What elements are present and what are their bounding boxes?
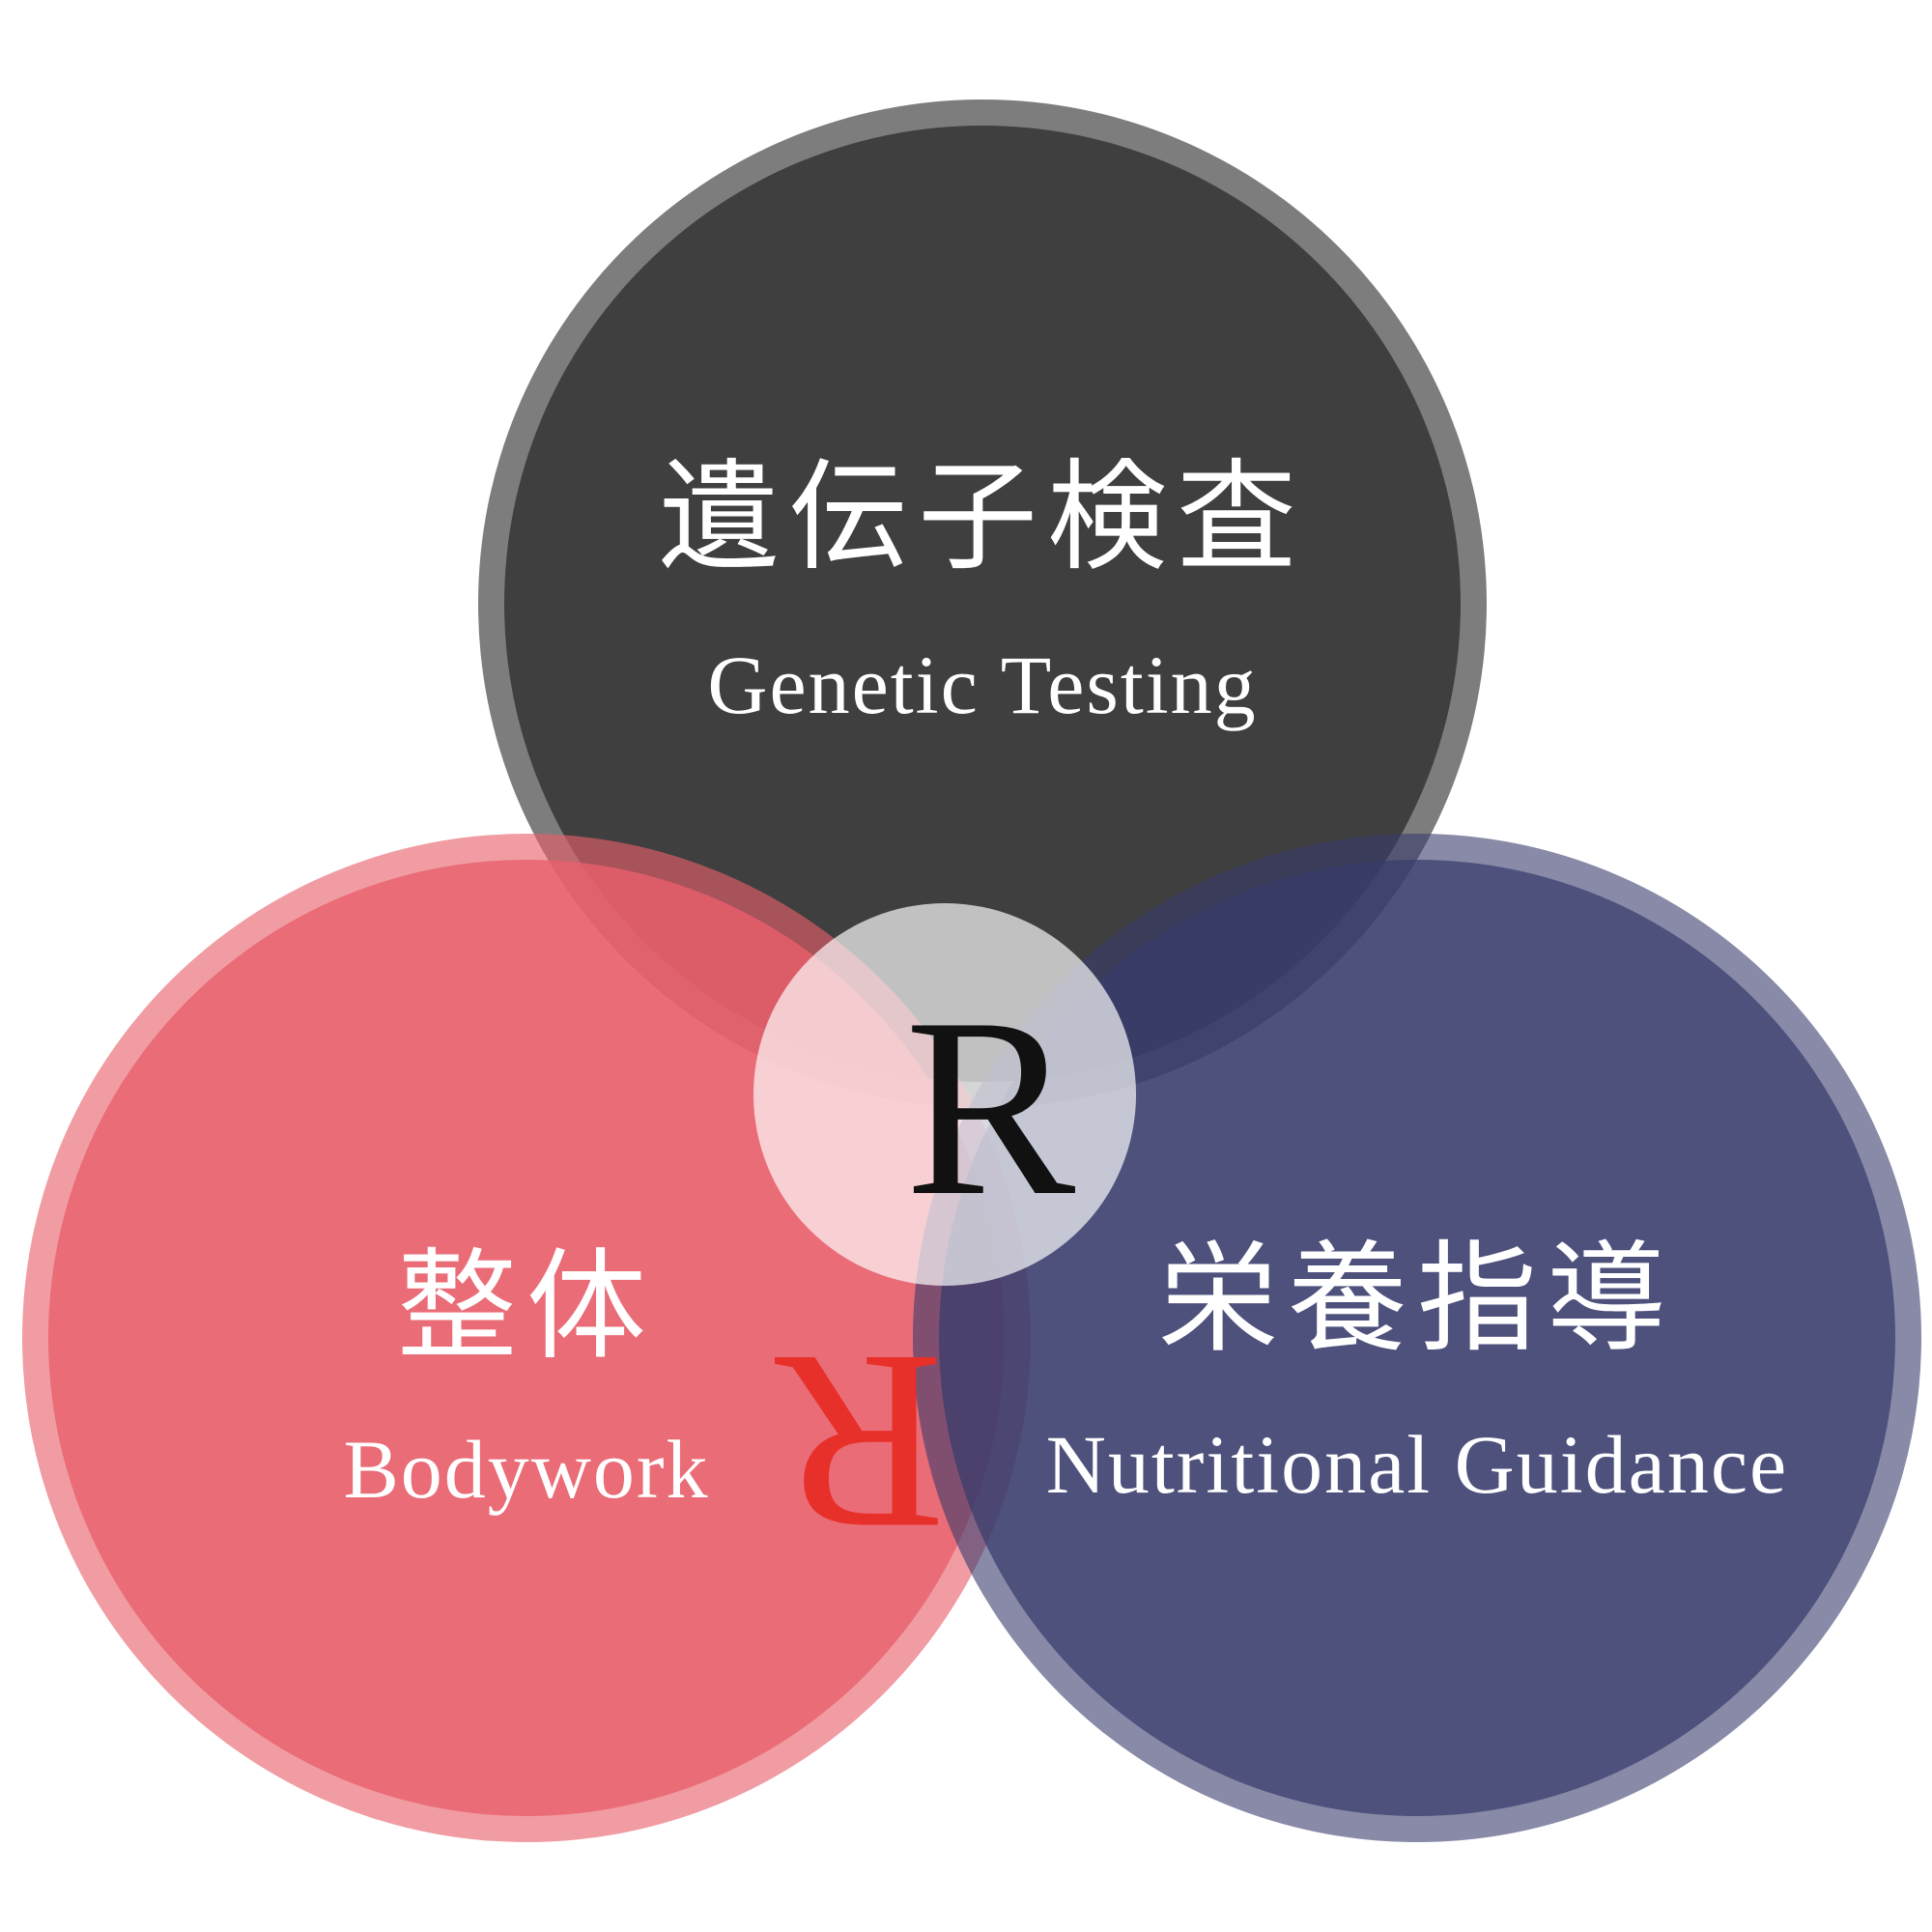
nutritional-guidance-title-en: Nutritional Guidance (1046, 1418, 1788, 1511)
nutritional-guidance-circle (913, 834, 1921, 1842)
genetic-testing-title-jp: 遺伝子検査 (659, 448, 1306, 587)
center-logo: R R (773, 966, 1076, 1584)
genetic-testing-title-en: Genetic Testing (707, 639, 1257, 731)
logo-r: R (905, 966, 1077, 1249)
bodywork-title-jp: 整体 (397, 1237, 656, 1377)
logo-mirrored-r: R (773, 1301, 945, 1584)
center-disc (753, 903, 1136, 1286)
bodywork-title-en: Bodywork (343, 1423, 709, 1516)
genetic-testing-circle (478, 99, 1487, 1108)
nutritional-guidance-title-jp: 栄養指導 (1158, 1230, 1676, 1369)
